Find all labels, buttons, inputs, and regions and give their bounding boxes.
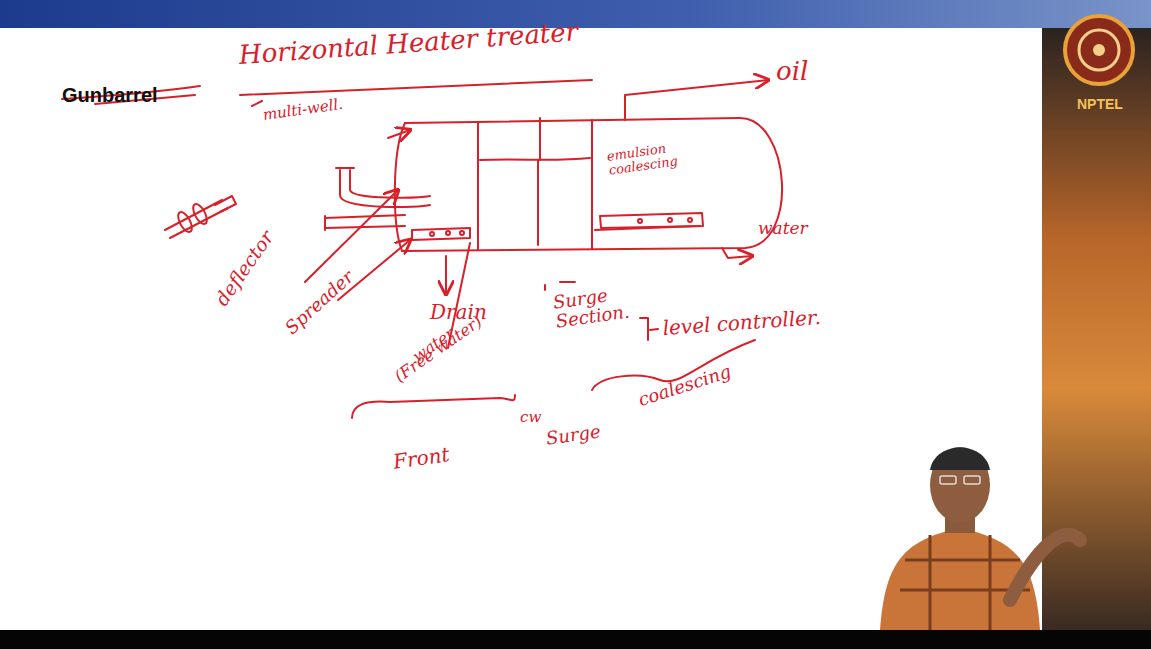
- note: cw: [520, 410, 541, 426]
- part-label: Spreader: [282, 267, 358, 338]
- brace-label: coalescing: [636, 362, 733, 410]
- outlet-label: water: [758, 220, 808, 238]
- brace-label: Surge: [545, 422, 602, 448]
- section-label: Surge Section.: [552, 283, 638, 332]
- section-label: emulsion coalescing: [606, 137, 701, 177]
- slide-title: Gunbarrel: [62, 84, 158, 107]
- part-label: level controller.: [662, 307, 821, 339]
- note: multi-well.: [262, 97, 344, 124]
- part-label: deflector: [212, 227, 278, 309]
- logo-text: NPTEL: [1077, 96, 1123, 112]
- brace-label: Front: [392, 444, 451, 473]
- outlet-label: oil: [776, 58, 808, 85]
- part-label: (Free water): [392, 313, 485, 385]
